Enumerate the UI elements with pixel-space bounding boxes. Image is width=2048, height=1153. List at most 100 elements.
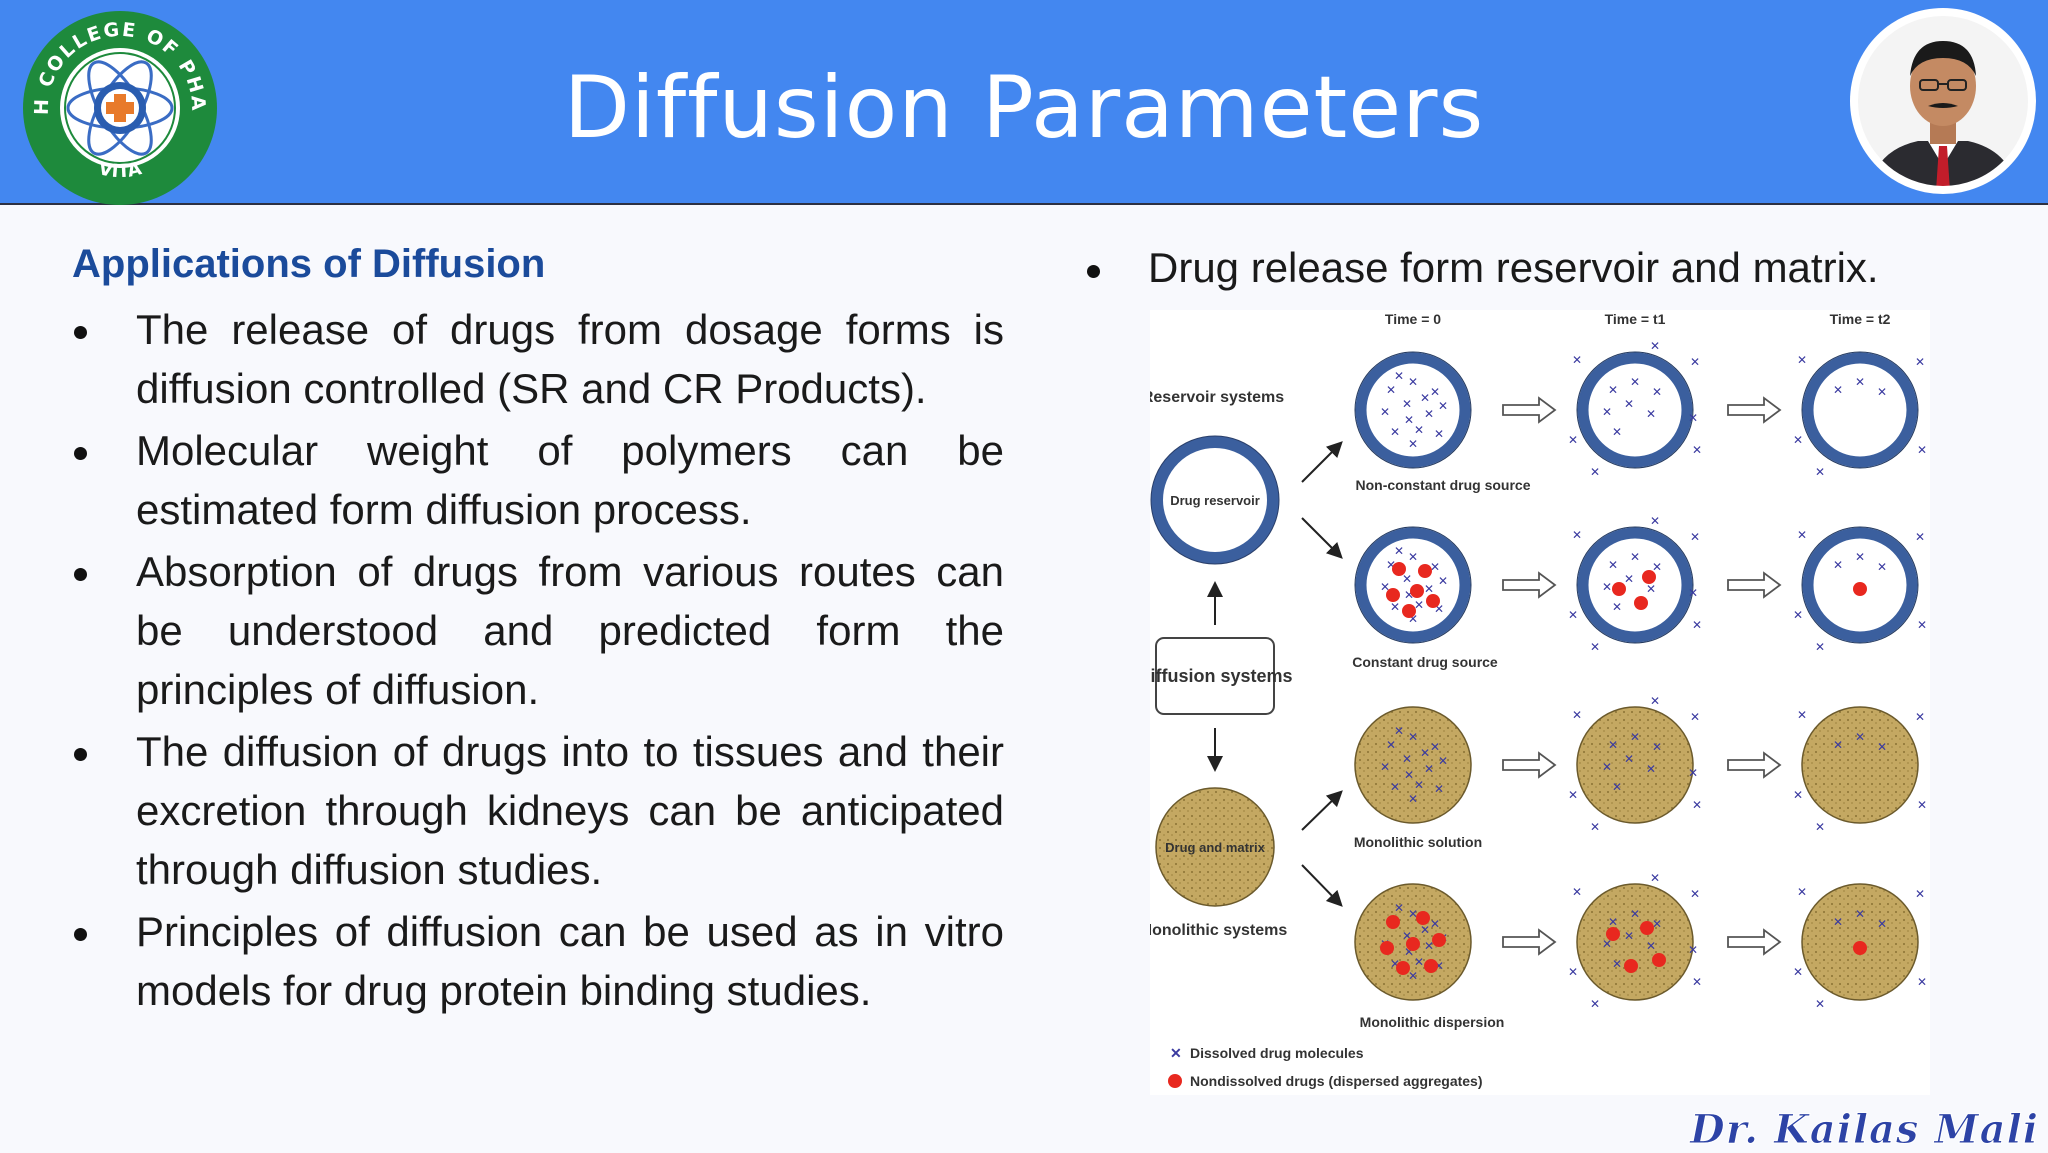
- drug-aggregate-icon: [1416, 911, 1430, 925]
- drug-molecule-icon: ✕: [1590, 820, 1600, 834]
- drug-molecule-icon: ✕: [1630, 907, 1640, 921]
- drug-molecule-icon: ✕: [1630, 375, 1640, 389]
- drug-aggregate-icon: [1612, 582, 1626, 596]
- drug-aggregate-icon: [1380, 941, 1394, 955]
- drug-molecule-icon: ✕: [1630, 550, 1640, 564]
- drug-aggregate-icon: [1640, 921, 1654, 935]
- drug-molecule-icon: ✕: [1833, 915, 1843, 929]
- drug-molecule-icon: ✕: [1602, 580, 1612, 594]
- drug-molecule-icon: ✕: [1612, 425, 1622, 439]
- drug-molecule-icon: ✕: [1917, 618, 1927, 632]
- drug-aggregate-icon: [1642, 570, 1656, 584]
- drug-molecule-icon: ✕: [1408, 612, 1418, 626]
- drug-molecule-icon: ✕: [1380, 580, 1390, 594]
- drug-molecule-icon: ✕: [1420, 391, 1430, 405]
- drug-molecule-icon: ✕: [1438, 574, 1448, 588]
- drug-aggregate-icon: [1853, 582, 1867, 596]
- drug-molecule-icon: ✕: [1568, 965, 1578, 979]
- drug-molecule-icon: ✕: [1402, 397, 1412, 411]
- drug-molecule-icon: ✕: [1855, 907, 1865, 921]
- drug-molecule-icon: ✕: [1917, 443, 1927, 457]
- drug-molecule-icon: ✕: [1404, 768, 1414, 782]
- drug-molecule-icon: ✕: [1402, 752, 1412, 766]
- drug-molecule-icon: ✕: [1414, 423, 1424, 437]
- drug-aggregate-icon: [1426, 594, 1440, 608]
- matrix-particle: [1576, 706, 1694, 824]
- drug-molecule-icon: ✕: [1424, 582, 1434, 596]
- drug-molecule-icon: ✕: [1793, 608, 1803, 622]
- drug-molecule-icon: ✕: [1646, 582, 1656, 596]
- drug-molecule-icon: ✕: [1390, 957, 1400, 971]
- drug-molecule-icon: ✕: [1797, 528, 1807, 542]
- arrow-icon: [1727, 928, 1782, 956]
- drug-molecule-icon: ✕: [1430, 560, 1440, 574]
- arrow-icon: [1727, 571, 1782, 599]
- row-label: Monolithic solution: [1354, 834, 1482, 850]
- drug-molecule-icon: ✕: [1815, 465, 1825, 479]
- drug-molecule-icon: ✕: [1815, 997, 1825, 1011]
- drug-molecule-icon: ✕: [1380, 760, 1390, 774]
- reservoir-particle: [1577, 527, 1693, 643]
- drug-molecule-icon: ✕: [1915, 530, 1925, 544]
- arrow-icon: [1502, 751, 1557, 779]
- drug-molecule-icon: ✕: [1690, 887, 1700, 901]
- reservoir-particle: [1577, 352, 1693, 468]
- drug-aggregate-icon: [1418, 564, 1432, 578]
- list-item: Absorption of drugs from various routes …: [72, 542, 1004, 719]
- drug-molecule-icon: ✕: [1624, 397, 1634, 411]
- drug-molecule-icon: ✕: [1690, 710, 1700, 724]
- drug-molecule-icon: ✕: [1652, 917, 1662, 931]
- diagram-rows: ✕✕✕✕✕✕✕✕✕✕✕✕✕✕✕✕✕✕✕✕✕✕✕✕✕✕✕✕✕✕✕✕✕✕✕✕✕✕✕✕…: [1354, 339, 1927, 1011]
- reservoir-systems-label: Reservoir systems: [1150, 389, 1284, 406]
- drug-aggregate-icon: [1652, 953, 1666, 967]
- drug-molecule-icon: ✕: [1815, 820, 1825, 834]
- drug-molecule-icon: ✕: [1692, 798, 1702, 812]
- drug-molecule-icon: ✕: [1430, 917, 1440, 931]
- drug-aggregate-icon: [1386, 588, 1400, 602]
- drug-molecule-icon: ✕: [1797, 885, 1807, 899]
- drug-reservoir-label: Drug reservoir: [1170, 493, 1260, 508]
- drug-molecule-icon: ✕: [1408, 437, 1418, 451]
- diagram-caption: Drug release form reservoir and matrix.: [1086, 240, 1879, 296]
- drug-molecule-icon: ✕: [1386, 383, 1396, 397]
- drug-molecule-icon: ✕: [1590, 997, 1600, 1011]
- drug-molecule-icon: ✕: [1646, 762, 1656, 776]
- page-title: Diffusion Parameters: [563, 58, 1485, 158]
- drug-molecule-icon: ✕: [1568, 788, 1578, 802]
- drug-molecule-icon: ✕: [1572, 528, 1582, 542]
- drug-molecule-icon: ✕: [1402, 929, 1412, 943]
- drug-molecule-icon: ✕: [1877, 740, 1887, 754]
- drug-molecule-icon: ✕: [1590, 465, 1600, 479]
- drug-molecule-icon: ✕: [1602, 405, 1612, 419]
- drug-molecule-icon: ✕: [1572, 708, 1582, 722]
- reservoir-particle: [1355, 352, 1471, 468]
- drug-aggregate-icon: [1606, 927, 1620, 941]
- drug-aggregate-icon: [1392, 562, 1406, 576]
- drug-molecule-icon: ✕: [1386, 738, 1396, 752]
- drug-molecule-icon: ✕: [1650, 514, 1660, 528]
- drug-molecule-icon: ✕: [1650, 694, 1660, 708]
- drug-molecule-icon: ✕: [1688, 411, 1698, 425]
- drug-molecule-icon: ✕: [1434, 602, 1444, 616]
- arrow-icon: [1502, 396, 1557, 424]
- presenter-photo: [1850, 8, 2036, 194]
- drug-molecule-icon: ✕: [1692, 443, 1702, 457]
- drug-molecule-icon: ✕: [1402, 572, 1412, 586]
- drug-molecule-icon: ✕: [1877, 560, 1887, 574]
- drug-molecule-icon: ✕: [1855, 550, 1865, 564]
- matrix-particle: [1801, 706, 1919, 824]
- drug-molecule-icon: ✕: [1408, 969, 1418, 983]
- drug-aggregate-icon: [1410, 584, 1424, 598]
- drug-molecule-icon: ✕: [1690, 530, 1700, 544]
- drug-molecule-icon: ✕: [1855, 375, 1865, 389]
- drug-molecule-icon: ✕: [1590, 640, 1600, 654]
- drug-molecule-icon: ✕: [1855, 730, 1865, 744]
- drug-molecule-icon: ✕: [1690, 355, 1700, 369]
- drug-molecule-icon: ✕: [1438, 399, 1448, 413]
- drug-aggregate-icon: [1853, 941, 1867, 955]
- drug-molecule-icon: ✕: [1793, 433, 1803, 447]
- drug-molecule-icon: ✕: [1408, 375, 1418, 389]
- drug-molecule-icon: ✕: [1650, 339, 1660, 353]
- applications-list: The release of drugs from dosage forms i…: [72, 300, 1004, 1023]
- row-label: Monolithic dispersion: [1360, 1014, 1505, 1030]
